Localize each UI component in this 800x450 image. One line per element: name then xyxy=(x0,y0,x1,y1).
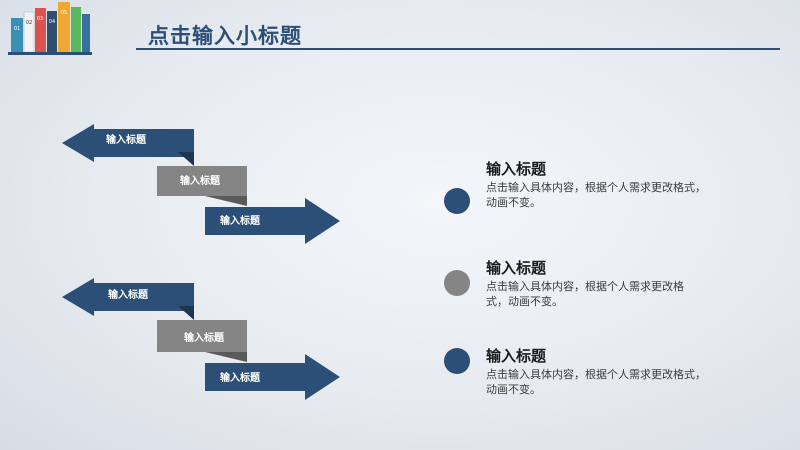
flow-step-label: 输入标题 xyxy=(180,176,220,187)
title-underline xyxy=(136,48,780,50)
item-description: 点击输入具体内容，根据个人需求更改格 式，动画不变。 xyxy=(486,280,756,310)
right-arrow-shape xyxy=(205,198,340,244)
spine-number: 02 xyxy=(26,20,32,26)
middle-box-shape xyxy=(157,166,247,196)
bullet-dot xyxy=(444,188,470,214)
spine-number: 03 xyxy=(37,16,43,22)
flow-step-label: 输入标题 xyxy=(184,333,224,344)
item-description-line: 点击输入具体内容，根据个人需求更改格式， xyxy=(486,182,706,194)
book-spine xyxy=(23,11,35,53)
left-arrow-shape xyxy=(62,124,194,162)
left-arrow-shape xyxy=(62,278,194,316)
item-description-line: 动画不变。 xyxy=(486,384,541,396)
slide-title: 点击输入小标题 xyxy=(148,25,302,48)
item-description: 点击输入具体内容，根据个人需求更改格式， 动画不变。 xyxy=(486,368,756,398)
spine-number: 04 xyxy=(49,19,55,25)
item-description-line: 动画不变。 xyxy=(486,197,541,209)
fold-shadow xyxy=(178,306,194,320)
book-spine xyxy=(11,18,23,52)
item-title: 输入标题 xyxy=(486,348,547,365)
book-spine xyxy=(58,2,70,52)
item-description: 点击输入具体内容，根据个人需求更改格式， 动画不变。 xyxy=(486,181,756,211)
right-arrow-shape xyxy=(205,354,340,400)
bullet-dot xyxy=(444,270,470,296)
fold-shadow xyxy=(205,196,247,206)
fold-shadow xyxy=(178,152,194,166)
spine-number: 01 xyxy=(14,26,20,32)
middle-box-shape xyxy=(157,320,247,352)
flow-step-label: 输入标题 xyxy=(108,290,148,301)
item-title: 输入标题 xyxy=(486,260,547,277)
flow-step-label: 输入标题 xyxy=(106,135,146,146)
item-description-line: 点击输入具体内容，根据个人需求更改格 xyxy=(486,281,684,293)
bookshelf-base xyxy=(8,52,92,55)
spine-number: 05 xyxy=(61,10,67,16)
book-spine xyxy=(71,7,81,52)
item-description-line: 点击输入具体内容，根据个人需求更改格式， xyxy=(486,369,706,381)
bullet-dot xyxy=(444,348,470,374)
bookshelf-icon: 01 02 03 04 05 xyxy=(11,2,90,53)
book-spine xyxy=(47,11,57,52)
book-spine xyxy=(82,14,90,52)
item-description-line: 式，动画不变。 xyxy=(486,296,563,308)
flow-step-label: 输入标题 xyxy=(220,216,260,227)
fold-shadow xyxy=(205,352,247,362)
item-title: 输入标题 xyxy=(486,161,547,178)
flow-step-label: 输入标题 xyxy=(220,373,260,384)
book-spine xyxy=(35,8,46,52)
